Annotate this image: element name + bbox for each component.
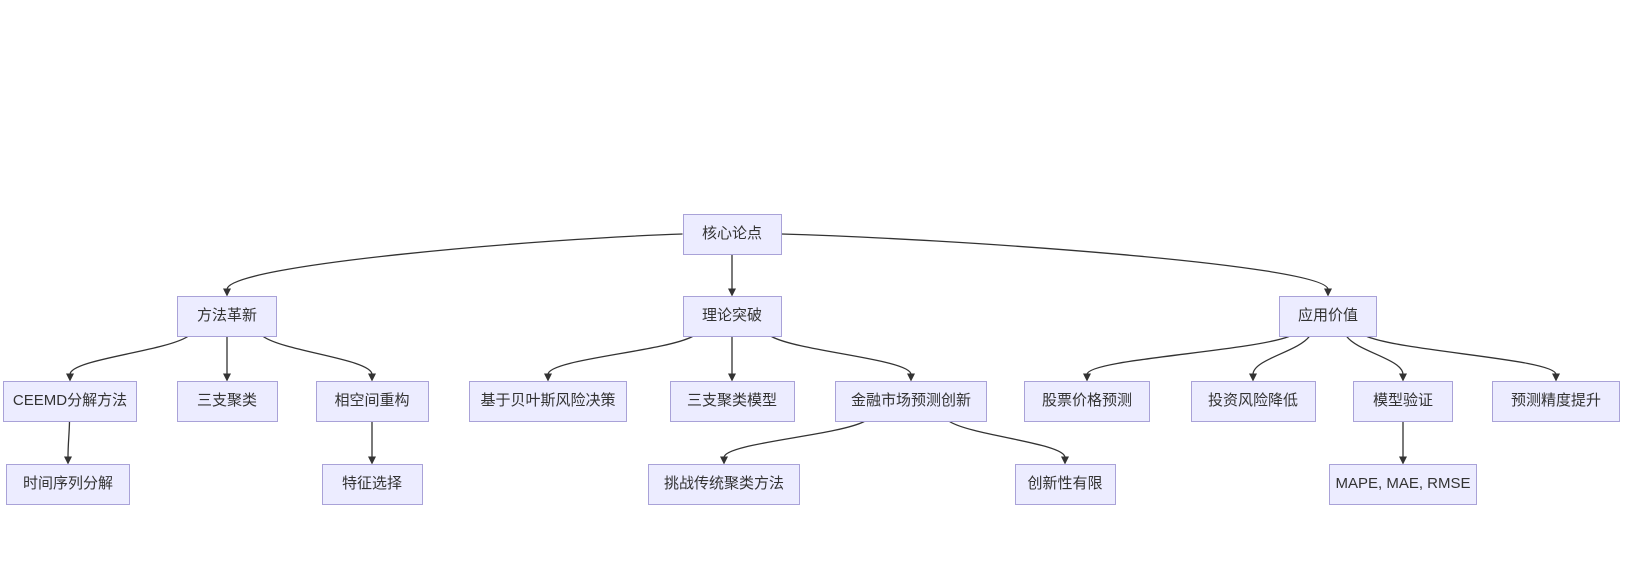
node-label: MAPE, MAE, RMSE [1335,474,1471,492]
node-theory: 理论突破 [682,295,782,337]
node-value: 应用价值 [1279,295,1377,337]
node-label: 创新性有限 [1027,474,1103,492]
edge-core-to-value [781,233,1332,297]
edge-fininnov-to-challenge [720,420,865,465]
node-label: 挑战传统聚类方法 [663,474,784,492]
node-twcmodel: 三支聚类模型 [669,380,795,422]
edge-ceemd-to-tsdecomp [64,421,73,465]
node-method: 方法革新 [177,295,277,337]
node-label: 三支聚类模型 [686,391,777,409]
node-label: 股票价格预测 [1041,391,1132,409]
node-label: 相空间重构 [334,391,410,409]
node-label: 应用价值 [1297,306,1358,324]
node-label: 核心论点 [701,224,762,242]
edge-value-to-invest [1249,336,1310,382]
node-label: 预测精度提升 [1510,391,1601,409]
node-label: 方法革新 [196,306,257,324]
edge-theory-to-fininnov [771,335,915,382]
node-label: 时间序列分解 [22,474,113,492]
node-fininnov: 金融市场预测创新 [835,380,987,422]
node-stock: 股票价格预测 [1024,380,1150,422]
node-tsdecomp: 时间序列分解 [6,463,130,505]
node-limited: 创新性有限 [1014,463,1116,505]
edge-core-to-method [223,233,683,297]
node-feature: 特征选择 [321,463,423,505]
node-ceemd: CEEMD分解方法 [3,380,137,422]
node-invest: 投资风险降低 [1190,380,1316,422]
edge-value-to-stock [1083,335,1290,382]
node-phase: 相空间重构 [315,380,429,422]
node-metrics: MAPE, MAE, RMSE [1329,463,1477,505]
node-challenge: 挑战传统聚类方法 [648,463,800,505]
node-modelvalid: 模型验证 [1353,380,1453,422]
edge-value-to-precision [1366,335,1560,382]
node-label: 基于贝叶斯风险决策 [480,391,616,409]
node-label: 三支聚类 [196,391,257,409]
edge-theory-to-bayes [544,335,693,382]
node-label: 理论突破 [701,306,762,324]
node-label: 模型验证 [1372,391,1433,409]
node-label: 特征选择 [341,474,402,492]
edge-value-to-modelvalid [1346,336,1407,382]
node-bayes: 基于贝叶斯风险决策 [469,380,627,422]
node-threeway: 三支聚类 [176,380,278,422]
node-label: 金融市场预测创新 [850,391,971,409]
edge-group [64,233,1560,465]
edge-method-to-ceemd [66,335,189,382]
node-label: 投资风险降低 [1207,391,1298,409]
node-precision: 预测精度提升 [1492,380,1620,422]
node-core: 核心论点 [682,213,782,255]
node-label: CEEMD分解方法 [12,391,128,409]
edge-fininnov-to-limited [949,420,1069,465]
edge-method-to-phase [262,335,376,382]
